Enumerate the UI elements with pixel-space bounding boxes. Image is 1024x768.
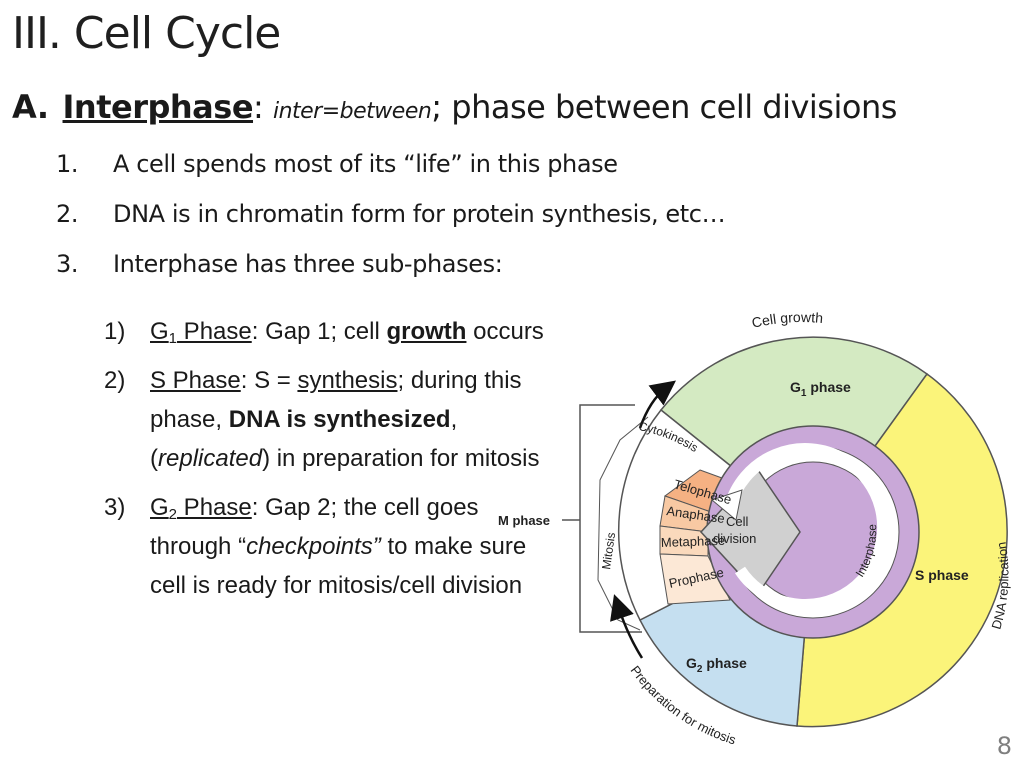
cell-cycle-diagram: Cell growth G1 phase S phase DNA replica… <box>498 309 1011 748</box>
s-phase-name: S Phase <box>150 367 241 394</box>
g1-label: G1 phase <box>790 379 851 399</box>
g1-name: Phase <box>177 318 252 345</box>
s-text2: ; during this phase, <box>150 367 522 433</box>
point-item: 3. Interphase has three sub-phases: <box>56 250 725 300</box>
subphase-g1: 1) G1 Phase: Gap 1; cell growth occurs <box>104 312 544 351</box>
s-text3: , ( <box>150 406 458 472</box>
point-text: DNA is in chromatin form for protein syn… <box>113 200 726 228</box>
metaphase-label: Metaphase <box>661 533 726 550</box>
g1-phase-name: G1 Phase <box>150 318 252 347</box>
mitosis-label: Mitosis <box>599 531 618 570</box>
heading-colon: : <box>253 88 273 126</box>
point-text: Interphase has three sub-phases: <box>113 250 503 278</box>
g2-label: G2 phase <box>686 655 747 675</box>
point-item: 2. DNA is in chromatin form for protein s… <box>56 200 726 250</box>
g2-checkpoints: checkpoints” <box>246 533 381 560</box>
s-dna-synthesized: DNA is synthesized <box>228 406 451 433</box>
subphase-number: 1) <box>104 318 126 345</box>
point-item: 1. A cell spends most of its “life” in th… <box>56 150 725 200</box>
heading-definition: inter=between <box>272 99 432 124</box>
s-text1: : S = <box>240 367 298 394</box>
m-phase-bracket <box>579 404 642 633</box>
numbered-points: 1. A cell spends most of its “life” in th… <box>56 150 726 300</box>
s-text4: ) in preparation for mitosis <box>262 445 540 472</box>
slide-title: III. Cell Cycle <box>12 8 281 59</box>
g2-phase-name: G2 Phase <box>150 494 252 523</box>
point-number: 3. <box>56 250 79 278</box>
s-label: S phase <box>915 567 969 583</box>
cell-division-label-1: Cell <box>726 514 749 529</box>
g2-subscript: 2 <box>168 506 178 523</box>
cycle-arrow-head <box>710 489 743 521</box>
m-phase-label: M phase <box>498 513 550 528</box>
point-number: 2. <box>56 200 79 228</box>
interphase-heading: A. Interphase: inter=between; phase betwe… <box>12 88 897 126</box>
heading-rest: ; phase between cell divisions <box>431 88 897 126</box>
cell-growth-label: Cell growth <box>750 309 824 331</box>
g1-text: : Gap 1; cell <box>251 318 387 345</box>
subphase-g2: 3) G2 Phase: Gap 2; the cell goes throug… <box>104 488 544 605</box>
heading-letter: A. <box>12 88 49 126</box>
heading-term: Interphase <box>62 88 254 126</box>
subphase-text: S Phase: S = synthesis; during this phas… <box>150 361 544 478</box>
g1-growth: growth <box>386 318 467 345</box>
s-replicated: replicated <box>158 445 263 472</box>
g1-letter: G <box>150 318 169 345</box>
point-text: A cell spends most of its “life” in this… <box>113 150 618 178</box>
cell-division-label-2: division <box>713 531 756 546</box>
point-number: 1. <box>56 150 79 178</box>
g1-subscript: 1 <box>168 330 178 347</box>
prep-mitosis-arrow <box>610 594 644 659</box>
subphase-text: G1 Phase: Gap 1; cell growth occurs <box>150 312 544 351</box>
page-number: 8 <box>996 732 1012 760</box>
subphase-s: 2) S Phase: S = synthesis; during this p… <box>104 361 544 478</box>
cycle-arrow <box>724 443 890 611</box>
g1-occurs: occurs <box>466 318 544 345</box>
subphase-list: 1) G1 Phase: Gap 1; cell growth occurs 2… <box>104 312 544 615</box>
g2-name: Phase <box>177 494 252 521</box>
g2-letter: G <box>150 494 169 521</box>
g2-text1: : Gap 2; the cell goes through “ <box>150 494 479 560</box>
subphase-number: 2) <box>104 367 126 394</box>
subphase-number: 3) <box>104 494 126 521</box>
s-synthesis: synthesis <box>297 367 398 394</box>
g2-text2: to make sure cell is ready for mitosis/c… <box>150 533 527 599</box>
subphase-text: G2 Phase: Gap 2; the cell goes through “… <box>150 488 544 605</box>
cell-growth-arrow <box>638 380 676 429</box>
